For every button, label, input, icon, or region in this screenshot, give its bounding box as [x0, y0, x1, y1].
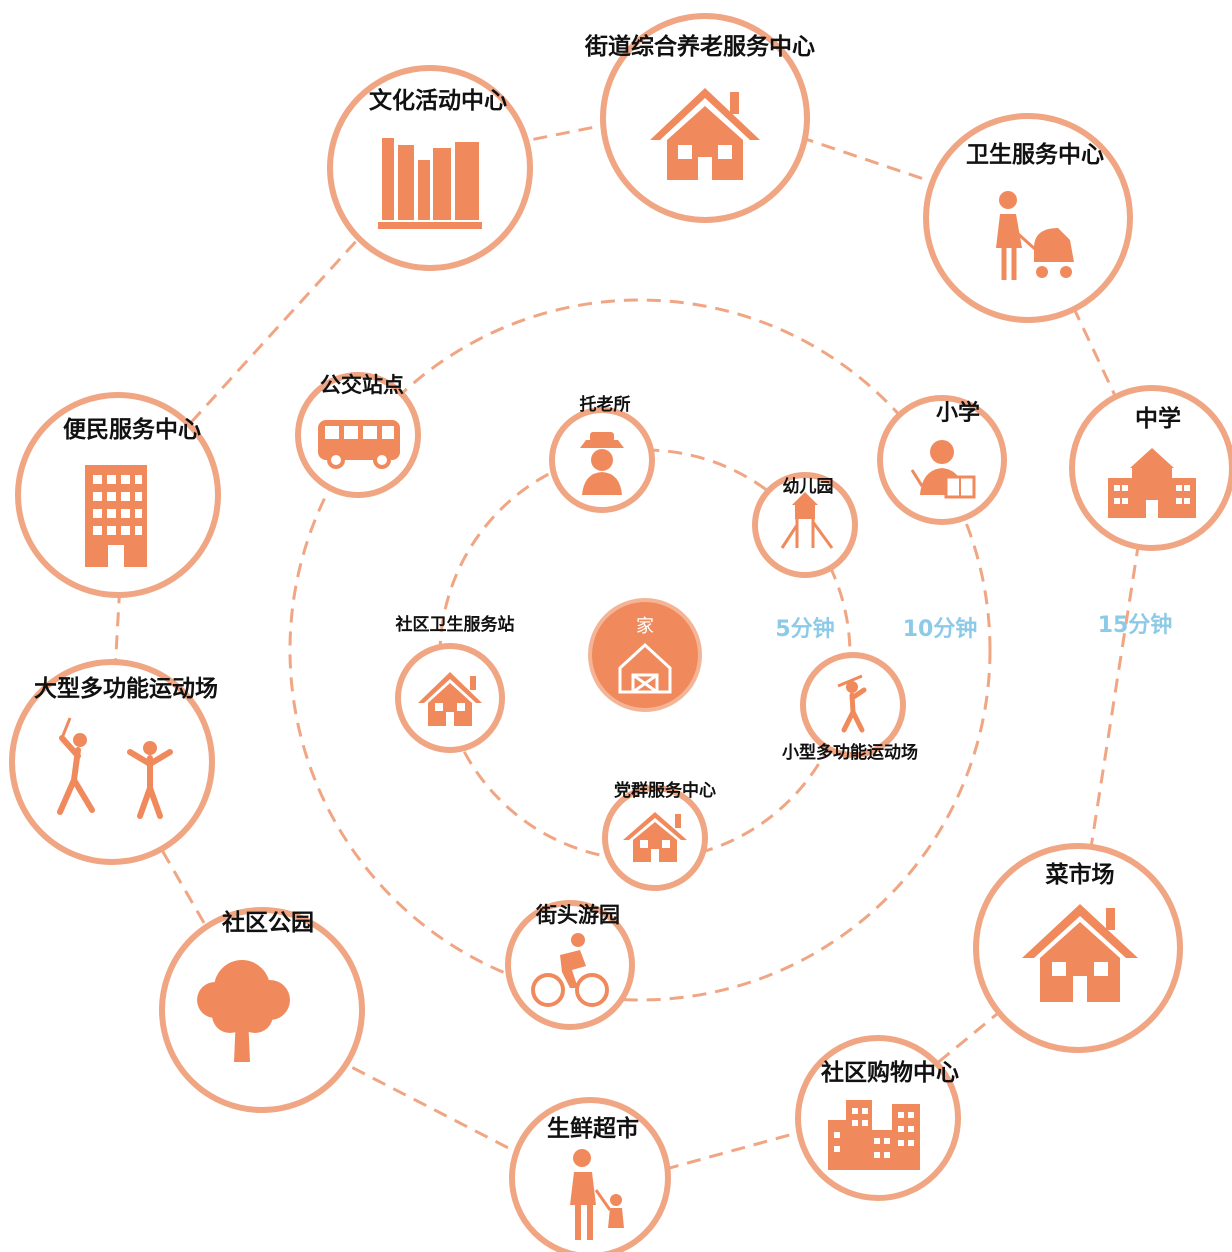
house-icon: [650, 88, 760, 180]
label-jiedao-yanglao: 街道综合养老服务中心: [584, 33, 815, 60]
home-label: 家: [636, 616, 654, 637]
elder-person-icon: [580, 432, 624, 495]
node-bianmin-fuwu: 便民服务中心: [15, 392, 221, 598]
school-building-icon: [1108, 448, 1196, 518]
node-tuolaosuo: 托老所: [549, 394, 655, 513]
label-xiaoxing-yundongchang: 小型多功能运动场: [782, 742, 918, 763]
house-icon: [623, 812, 687, 862]
tree-icon: [197, 960, 290, 1062]
node-caishichang: 菜市场: [973, 843, 1183, 1053]
parent-child-icon: [570, 1149, 624, 1240]
cyclist-icon: [531, 933, 609, 1007]
node-wenhua-huodong: 文化活动中心: [327, 65, 533, 271]
books-icon: [378, 138, 482, 229]
baseball-player-icon: [837, 674, 867, 733]
ring-label-10min: 10分钟: [903, 616, 978, 642]
node-dangqun-fuwu-zhongxin: 党群服务中心: [602, 780, 716, 891]
node-shengxian-chaoshi: 生鲜超市: [509, 1097, 671, 1252]
node-shequ-gongyuan: 社区公园: [159, 907, 365, 1113]
node-xiaoxing-yundongchang: 小型多功能运动场: [782, 652, 918, 763]
sports-players-icon: [57, 717, 173, 819]
barn-icon: [618, 642, 672, 694]
label-caishichang: 菜市场: [1045, 861, 1115, 888]
ring-label-5min: 5分钟: [775, 616, 834, 642]
house-icon: [1022, 904, 1138, 1002]
node-shequ-weisheng-fuwuzhan: 社区卫生服务站: [395, 614, 515, 753]
label-tuolaosuo: 托老所: [580, 394, 631, 415]
label-shengxian-chaoshi: 生鲜超市: [547, 1115, 639, 1142]
label-xiaoxue: 小学: [936, 400, 980, 426]
node-weisheng-fuwu: 卫生服务中心: [923, 113, 1133, 323]
node-jietou-youyuan: 街头游园: [505, 900, 635, 1030]
house-icon: [418, 672, 482, 726]
node-zhongxue: 中学: [1069, 385, 1232, 551]
ring-10min: [288, 298, 992, 1002]
mother-stroller-icon: [996, 191, 1074, 280]
label-shequ-gongyuan: 社区公园: [222, 909, 314, 936]
label-bianmin-fuwu: 便民服务中心: [63, 417, 201, 443]
label-wenhua-huodong: 文化活动中心: [369, 87, 507, 114]
city-buildings-icon: [828, 1100, 920, 1170]
label-dangqun-fuwu-zhongxin: 党群服务中心: [614, 780, 716, 801]
playground-icon: [780, 492, 834, 549]
label-jietou-youyuan: 街头游园: [535, 903, 620, 927]
label-shequ-gouwu: 社区购物中心: [821, 1059, 959, 1086]
node-xiaoxue: 小学: [877, 395, 1007, 525]
label-gongjiao-zhandian: 公交站点: [320, 373, 404, 397]
label-shequ-weisheng-fuwuzhan: 社区卫生服务站: [395, 614, 515, 635]
label-weisheng-fuwu: 卫生服务中心: [966, 142, 1104, 168]
node-shequ-gouwu: 社区购物中心: [795, 1035, 961, 1201]
ring-label-15min: 15分钟: [1098, 612, 1173, 638]
label-zhongxue: 中学: [1135, 405, 1181, 432]
ring-15min: [108, 103, 1152, 1192]
label-daxing-yundongchang: 大型多功能运动场: [34, 675, 218, 702]
student-icon: [910, 440, 976, 499]
node-youeryuan: 幼儿园: [752, 472, 858, 578]
node-jiedao-yanglao: 街道综合养老服务中心: [584, 13, 815, 223]
home-node: 家: [588, 598, 702, 712]
bus-icon: [318, 420, 400, 469]
building-icon: [85, 465, 147, 567]
node-daxing-yundongchang: 大型多功能运动场: [9, 659, 218, 865]
node-gongjiao-zhandian: 公交站点: [295, 372, 421, 498]
label-youeryuan: 幼儿园: [783, 476, 834, 497]
